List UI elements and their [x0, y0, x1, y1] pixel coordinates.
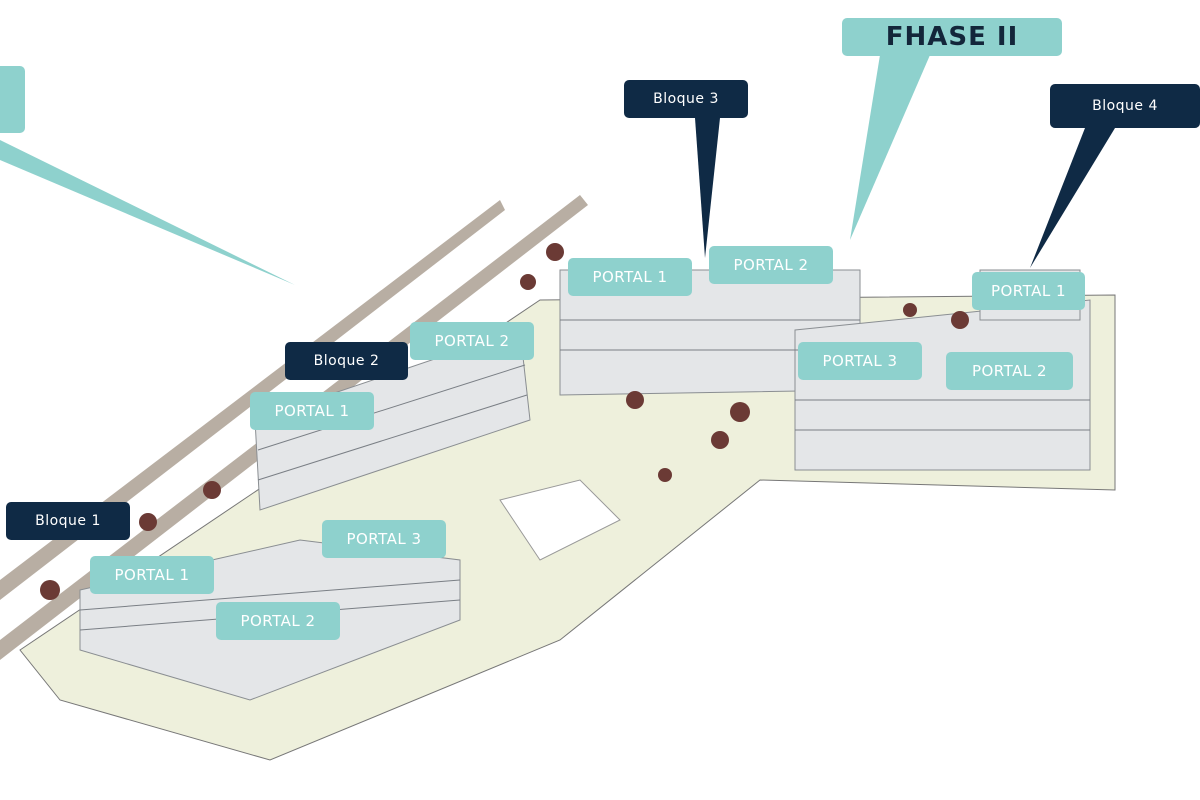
b3-portal-3: PORTAL 3 — [798, 342, 922, 380]
bloque4-pointer — [1030, 128, 1115, 268]
bloque-4-label: Bloque 4 — [1050, 84, 1200, 128]
b1-portal-2: PORTAL 2 — [216, 602, 340, 640]
bloque-2-label: Bloque 2 — [285, 342, 408, 380]
trees — [40, 243, 969, 600]
bloque-3-label: Bloque 3 — [624, 80, 748, 118]
b1-portal-1: PORTAL 1 — [90, 556, 214, 594]
cut-off-callout — [0, 66, 25, 133]
b2-portal-1: PORTAL 1 — [250, 392, 374, 430]
b1-portal-3: PORTAL 3 — [322, 520, 446, 558]
b3-portal-1: PORTAL 1 — [568, 258, 692, 296]
pool — [499, 479, 621, 561]
left-callout-pointer — [0, 140, 295, 285]
b3-portal-2: PORTAL 2 — [709, 246, 833, 284]
bloque3-pointer — [695, 118, 720, 258]
bloque-1-label: Bloque 1 — [6, 502, 130, 540]
phase-label: FHASE II — [842, 18, 1062, 56]
b4-portal-1: PORTAL 1 — [972, 272, 1085, 310]
b4-portal-2: PORTAL 2 — [946, 352, 1073, 390]
phase-callout-pointer — [850, 55, 930, 240]
b2-portal-2: PORTAL 2 — [410, 322, 534, 360]
